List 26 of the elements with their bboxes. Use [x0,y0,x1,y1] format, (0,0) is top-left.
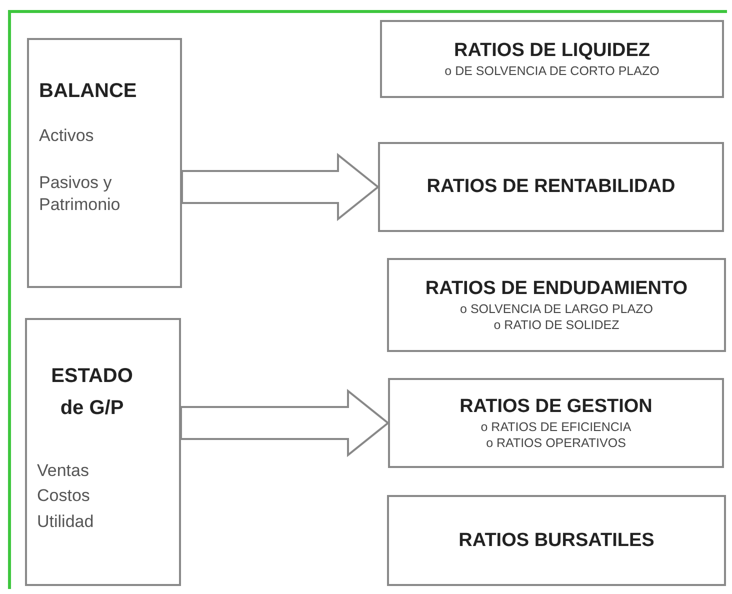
ratio-subitem: o RATIOS DE EFICIENCIA [480,420,632,434]
statement-heading: BALANCE [39,80,138,103]
ratio-box [387,495,726,586]
ratio-box [387,258,726,352]
statement-item: Pasivos y Patrimonio [39,172,122,215]
ratio-box [380,20,724,98]
ratio-box [378,142,724,232]
statement-item: Costos [37,485,91,506]
statement-item: Ventas [37,460,90,482]
ratio-heading: RATIOS DE LIQUIDEZ [454,40,650,62]
statement-box [27,38,182,288]
ratio-heading: RATIOS BURSATILES [458,530,654,552]
ratio-box [388,378,724,468]
ratio-subitem: o RATIOS OPERATIVOS [486,436,626,450]
ratio-subitem: o RATIO DE SOLIDEZ [494,318,620,332]
statement-box [25,318,181,586]
ratio-subitem: o SOLVENCIA DE LARGO PLAZO [460,302,653,316]
block-arrow [180,388,390,458]
ratio-heading: RATIOS DE RENTABILIDAD [426,176,676,198]
ratio-subitem: o DE SOLVENCIA DE CORTO PLAZO [444,64,660,78]
ratio-heading: RATIOS DE GESTION [460,396,652,418]
block-arrow [181,152,380,222]
statement-item: Activos [39,125,95,146]
statement-heading: ESTADO de G/P [50,364,134,421]
ratio-heading: RATIOS DE ENDUDAMIENTO [425,278,688,300]
statement-item: Utilidad [37,510,95,532]
